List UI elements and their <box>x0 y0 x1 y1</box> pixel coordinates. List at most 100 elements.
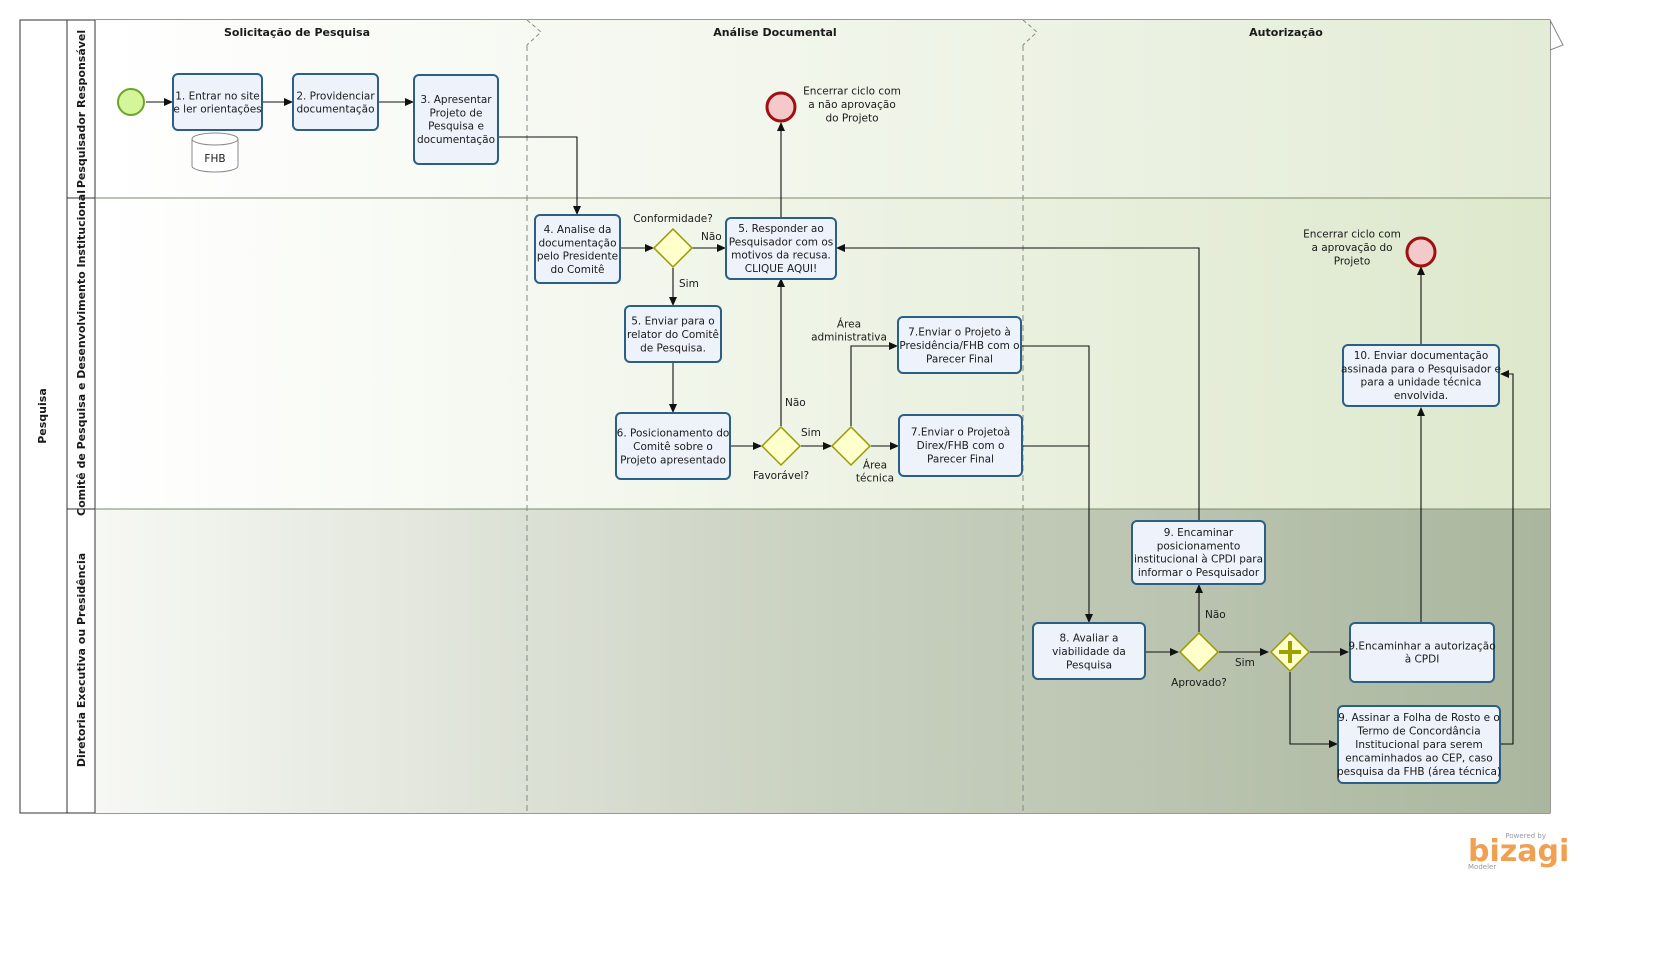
text-line: assinada para o Pesquisador e <box>1341 363 1501 375</box>
lane-3-header <box>66 508 96 814</box>
text-line: 5. Responder ao <box>738 223 824 235</box>
text-line: Projeto de <box>429 107 482 119</box>
text-line: 1. Entrar no site <box>175 90 260 102</box>
text-line: Área <box>863 458 887 471</box>
text-line: 9. Encaminar <box>1164 527 1234 539</box>
pool-title: Pesquisa <box>36 388 49 444</box>
flow-t7a-t8 <box>1021 345 1093 623</box>
text-line: Comitê sobre o <box>633 441 713 453</box>
flow-label-sim: Sim <box>801 427 821 439</box>
text-line: Encerrar ciclo com <box>1303 229 1401 241</box>
text-line: 6. Posicionamento do <box>617 428 730 440</box>
text-line: documentação <box>417 134 495 146</box>
text-line: 8. Avaliar a <box>1060 633 1119 645</box>
phase-title-solicitacao: Solicitação de Pesquisa <box>224 26 370 39</box>
text-line: Termo de Concordância <box>1356 726 1480 738</box>
gateway-favoravel-label: Favorável? <box>753 470 809 482</box>
text-line: Presidência/FHB com o <box>899 340 1019 352</box>
data-store-fhb[interactable]: FHB <box>191 132 239 173</box>
text-line: Encerrar ciclo com <box>803 86 901 98</box>
lane-title-diretoria: Diretoria Executiva ou Presidência <box>75 553 88 767</box>
flow-label-nao: Não <box>1205 609 1226 621</box>
text-line: 7.Enviar o Projetoà <box>911 427 1010 439</box>
text-line: do Projeto <box>825 112 878 124</box>
text-line: a não aprovação <box>808 99 896 111</box>
text-line: encaminhados ao CEP, caso <box>1345 752 1492 764</box>
flow-t3-t4 <box>498 136 581 215</box>
flow-label-area-tecnica: Área técnica <box>856 458 894 484</box>
start-event[interactable] <box>117 88 145 116</box>
end-event-aprovacao[interactable] <box>1405 236 1437 268</box>
text-line: administrativa <box>811 332 887 344</box>
gateway-area[interactable] <box>830 425 872 467</box>
flow-label-nao: Não <box>701 231 722 243</box>
text-line: do Comitê <box>551 264 605 276</box>
text-line: relator do Comitê <box>627 329 719 341</box>
gateway-aprovado[interactable] <box>1178 631 1220 673</box>
lane-title-pesquisador: Pesquisador Responsável <box>75 30 88 188</box>
gateway-favoravel[interactable] <box>760 425 802 467</box>
text-line: à CPDI <box>1405 654 1440 666</box>
text-line: 5. Enviar para o <box>631 316 714 328</box>
text-line: Projeto apresentado <box>620 454 726 466</box>
text-line: 10. Enviar documentação <box>1354 350 1489 362</box>
text-line: institucional à CPDI para <box>1134 554 1263 566</box>
sequence-flows <box>146 98 1514 748</box>
phase-title-autorizacao: Autorização <box>1249 26 1323 39</box>
flow-t9a-t5r <box>836 244 1200 520</box>
text-line: 3. Apresentar <box>420 94 492 106</box>
lane-title-comite: Comitê de Pesquisa e Desenvolvimento Ins… <box>75 190 88 516</box>
phase-chevron <box>1022 19 1038 46</box>
text-line: posicionamento <box>1157 540 1241 552</box>
text-line: viabilidade da <box>1052 646 1126 658</box>
data-store-label: FHB <box>204 153 225 165</box>
end-event-nao-aprovacao[interactable] <box>765 91 797 123</box>
text-line: pesquisa da FHB (área técnica) <box>1337 766 1501 778</box>
text-line: Parecer Final <box>926 353 993 365</box>
flow-label-sim: Sim <box>679 278 699 290</box>
text-line: técnica <box>856 473 894 485</box>
text-line: de Pesquisa. <box>640 342 706 354</box>
phase-title-analise: Análise Documental <box>713 26 836 39</box>
gateway-conformidade[interactable] <box>652 227 694 269</box>
text-line: documentação <box>296 104 374 116</box>
phase-chevron <box>1549 19 1564 51</box>
text-line: 4. Analise da <box>544 224 612 236</box>
text-line: a aprovação do <box>1311 242 1392 254</box>
flow-label-nao: Não <box>785 397 806 409</box>
gateway-aprovado-label: Aprovado? <box>1171 677 1227 689</box>
brand-powered: Powered by <box>1505 832 1546 840</box>
brand-product: Modeler <box>1468 863 1496 871</box>
parallel-gateway[interactable] <box>1269 631 1311 673</box>
flow-t9c-t10 <box>1500 370 1514 745</box>
text-line: informar o Pesquisador <box>1138 567 1260 579</box>
brand-name: bizagi <box>1468 834 1569 869</box>
flow-g3-t7a <box>850 342 898 426</box>
